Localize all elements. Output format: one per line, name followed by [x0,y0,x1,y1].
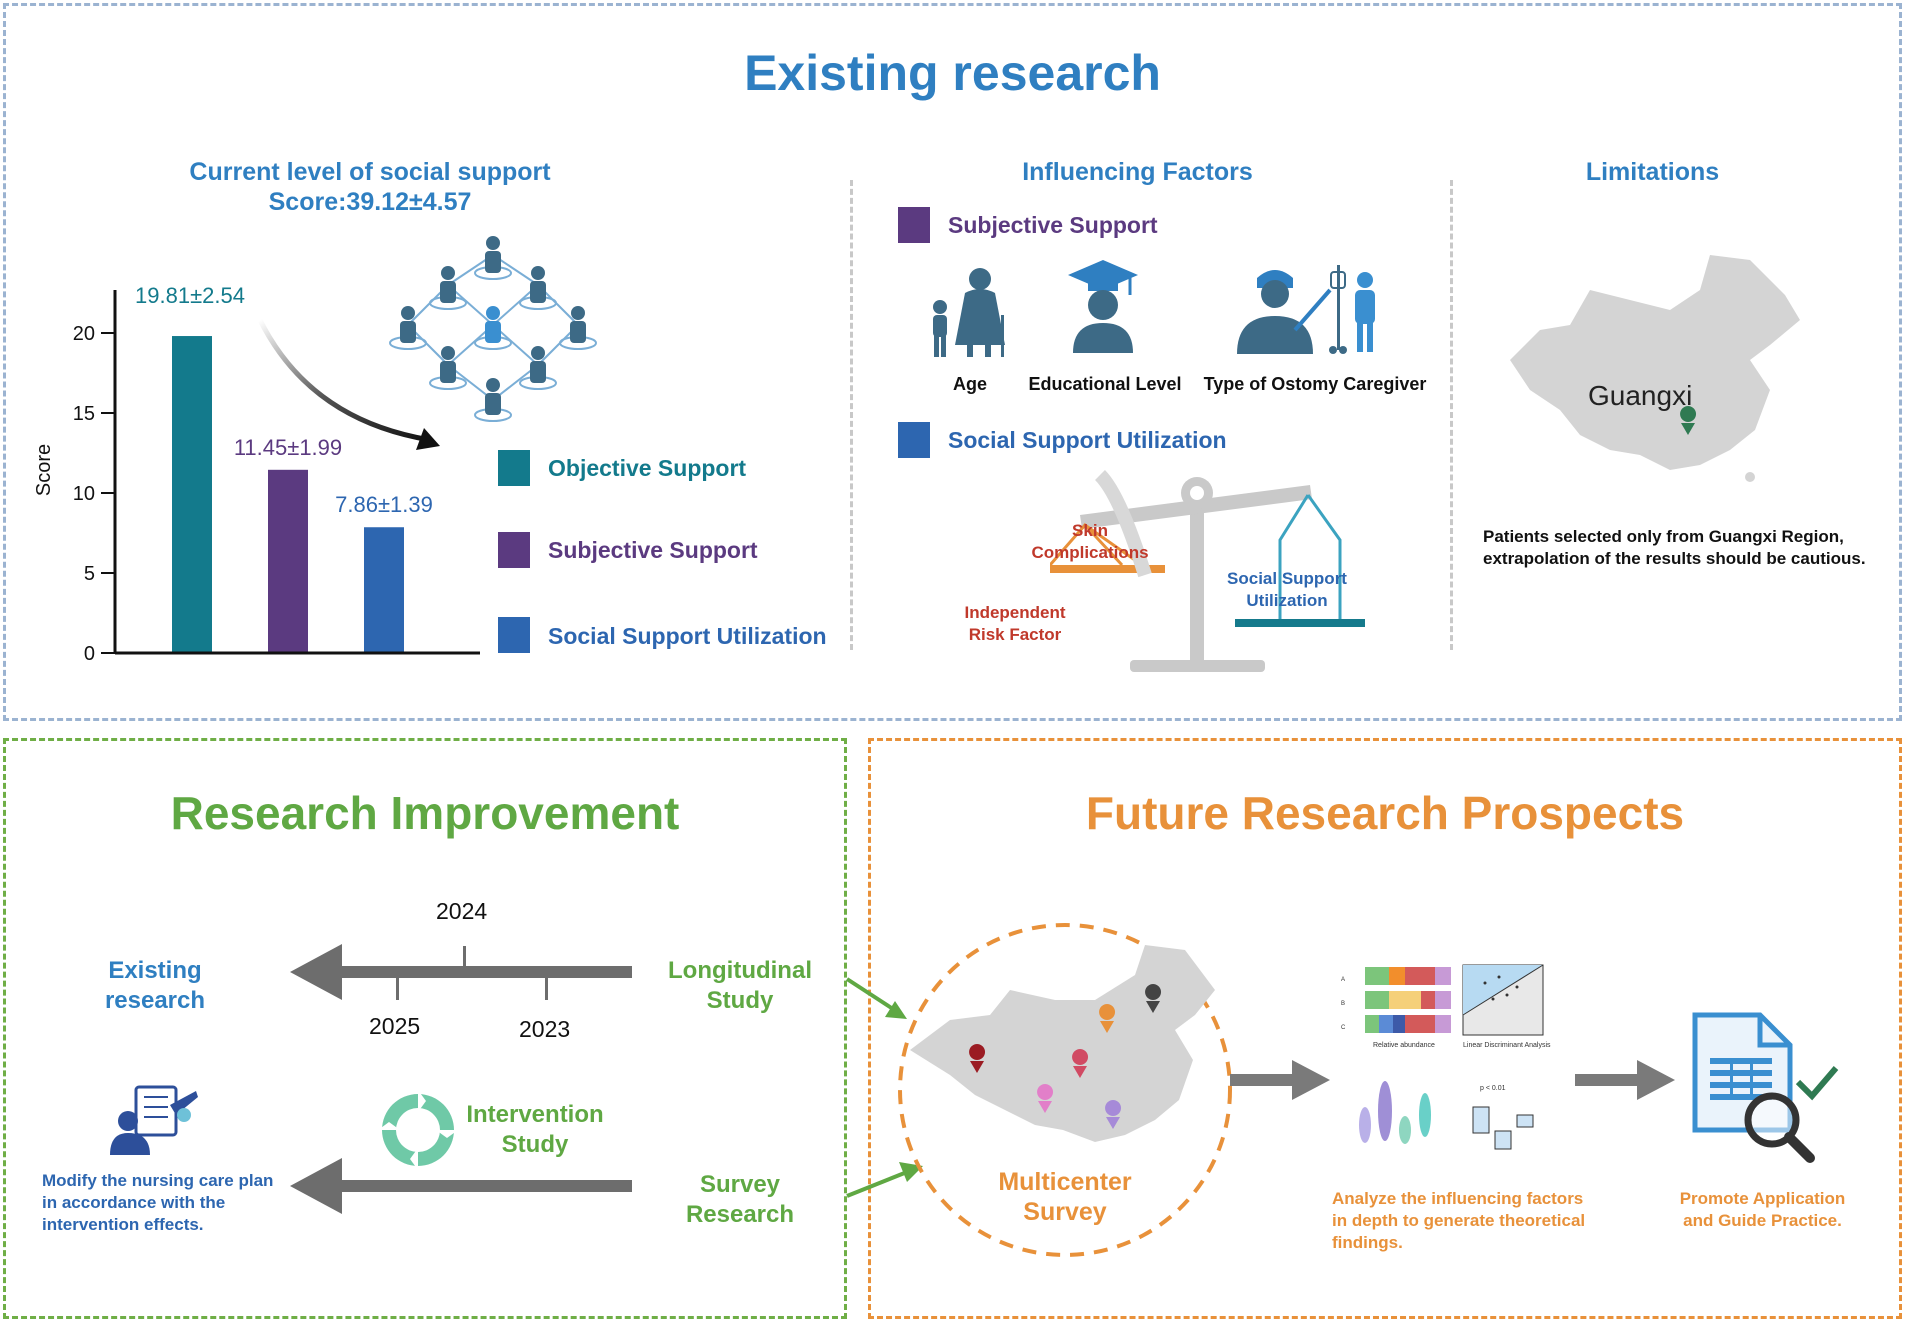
timeline-arrow-bottom [290,1158,632,1214]
limitations-title: Limitations [1585,158,1720,186]
promote-application-note: Promote Application and Guide Practice. [1679,1189,1846,1230]
legend-objective-support: Objective Support [548,455,747,481]
multicenter-china-map [898,923,1232,1257]
green-arrow-icon [845,977,907,1019]
gray-arrow-icon [1230,1060,1330,1100]
influencing-factors-title: Influencing Factors [1022,158,1253,186]
china-map-icon [1510,255,1800,482]
y-tick-label: 0 [84,643,95,665]
bar-value-label: 11.45±1.99 [234,435,342,460]
subjective-support-swatch [898,207,930,243]
multicenter-survey-label: Multicenter Survey [998,1168,1132,1226]
mini-label-b: B [1341,1001,1345,1007]
age-label: Age [952,374,987,394]
y-tick-label: 5 [84,563,95,585]
year-2023: 2023 [519,1016,571,1042]
existing-research-panel [3,3,1902,721]
longitudinal-study-label: Longitudinal Study [668,957,812,1014]
column-divider [850,180,853,650]
ostomy-caregiver-label: Type of Ostomy Caregiver [1203,374,1427,394]
independent-risk-factor-label: Independent Risk Factor [964,603,1066,644]
spreadsheet-magnifier-icon [1692,1012,1839,1163]
current-level-heading: Current level of social support Score:39… [150,157,590,217]
skin-complications-label: Skin Complications [1031,521,1149,562]
current-level-line1: Current level of social support [189,158,551,186]
bar-objective-support [172,336,212,652]
legend-swatch-utilization [498,617,530,653]
care-plan-clipboard-icon [110,1085,198,1155]
existing-research-title: Existing research [744,45,1161,101]
social-support-utilization-label: Social Support Utilization [948,427,1227,453]
research-improvement-panel [3,738,847,1319]
y-tick-label: 20 [73,323,95,345]
social-support-utilization-swatch [898,422,930,458]
mini-label-c: C [1341,1025,1346,1031]
analyze-factors-note: Analyze the influencing factors in depth… [1332,1189,1586,1252]
guangxi-map-label: Guangxi [1588,380,1693,411]
elderly-age-icon [933,268,1005,357]
existing-research-label: Existing research [104,957,206,1014]
gray-arrow-icon [1575,1060,1675,1100]
modify-care-plan-note: Modify the nursing care plan in accordan… [42,1171,274,1234]
legend-subjective-support: Subjective Support [548,537,758,563]
future-research-title: Future Research Prospects [1085,787,1685,839]
ostomy-caregiver-icon [1237,265,1375,354]
graduation-cap-icon [1068,260,1138,353]
intervention-cycle-icon [378,1090,458,1170]
social-network-people-icon [389,236,597,422]
timeline-arrow-top [290,944,632,1000]
column-divider [1450,180,1453,650]
intervention-study-label: Intervention Study [466,1101,604,1158]
bar-social-support-utilization [364,527,404,652]
research-improvement-title: Research Improvement [170,787,680,839]
mini-lda-label: Linear Discriminant Analysis [1463,1042,1551,1049]
bar-value-label: 19.81±2.54 [135,283,245,308]
social-support-utilization-pan-label: Social Support Utilization [1227,569,1347,610]
educational-level-label: Educational Level [1028,374,1182,394]
balance-scale-icon [1050,470,1365,672]
y-axis-label: Score [33,444,55,496]
mini-p-value: p < 0.01 [1480,1085,1506,1092]
legend-social-support-utilization: Social Support Utilization [548,623,827,649]
curved-arrow-icon [257,318,440,450]
survey-research-label: Survey Research [685,1171,795,1228]
future-research-panel [868,738,1902,1319]
year-2025: 2025 [369,1013,421,1039]
legend-swatch-objective [498,450,530,486]
limitations-note: Patients selected only from Guangxi Regi… [1483,527,1866,568]
mini-relative-abundance: Relative abundance [1373,1042,1435,1049]
bar-subjective-support [268,469,308,652]
legend-swatch-subjective [498,532,530,568]
current-level-line2: Score:39.12±4.57 [268,188,472,216]
bar-value-label: 7.86±1.39 [335,492,433,517]
mini-label-a: A [1341,977,1345,983]
subjective-support-label: Subjective Support [948,212,1158,238]
y-tick-label: 15 [73,403,95,425]
year-2024: 2024 [436,898,488,924]
y-tick-label: 10 [73,483,95,505]
analysis-charts-icon: A B C Relative abundance Linear Discrimi… [1341,964,1551,1150]
